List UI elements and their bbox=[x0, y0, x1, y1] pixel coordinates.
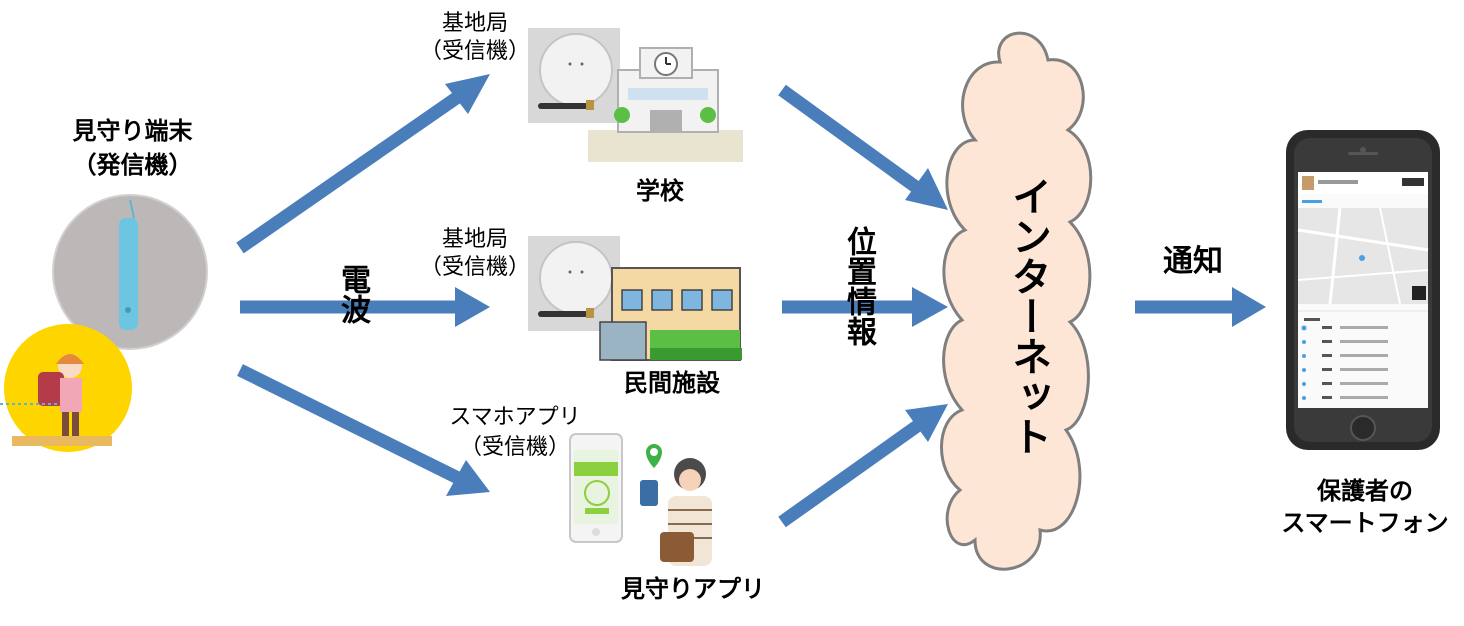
base2-label-line1: 基地局 bbox=[441, 227, 508, 252]
receiver-label-line1: 保護者の bbox=[1317, 477, 1413, 505]
app-label-line1: スマホアプリ bbox=[449, 405, 581, 430]
person-with-phone-icon bbox=[640, 444, 712, 566]
app-label-line2: （受信機） bbox=[459, 435, 570, 460]
facility-building-icon bbox=[599, 267, 742, 361]
location-info-label: 位置情報 bbox=[841, 226, 876, 346]
school-label: 学校 bbox=[636, 177, 684, 205]
internet-label: インターネット bbox=[1005, 176, 1051, 456]
base-station-device-2 bbox=[528, 236, 620, 331]
notify-label: 通知 bbox=[1163, 244, 1223, 279]
radio-wave-label: 電波 bbox=[335, 264, 370, 324]
base2-label-line2: （受信機） bbox=[420, 255, 531, 280]
transmitter-title: 見守り端末 bbox=[72, 117, 193, 145]
transmitter-subtitle: （発信機） bbox=[72, 151, 193, 179]
arrow-to-school bbox=[236, 74, 490, 254]
school-building-icon bbox=[588, 47, 743, 162]
parent-smartphone bbox=[1286, 130, 1440, 450]
arrow-facility-to-internet bbox=[782, 287, 948, 327]
child-badge bbox=[0, 324, 132, 452]
transmitter-photo bbox=[52, 194, 208, 350]
base1-label-line1: 基地局 bbox=[441, 11, 508, 36]
base-station-device-1 bbox=[528, 28, 620, 123]
arrow-to-facility bbox=[240, 287, 490, 327]
arrow-internet-to-phone bbox=[1135, 287, 1266, 327]
arrow-to-app bbox=[237, 364, 490, 496]
app-name-label: 見守りアプリ bbox=[621, 575, 765, 603]
internet-cloud bbox=[940, 31, 1093, 571]
facility-label: 民間施設 bbox=[624, 369, 720, 397]
arrow-app-to-internet bbox=[778, 404, 948, 528]
receiver-label-line2: スマートフォン bbox=[1281, 509, 1449, 537]
arrow-school-to-internet bbox=[778, 84, 948, 210]
base1-label-line2: （受信機） bbox=[420, 39, 531, 64]
app-phone-image bbox=[569, 433, 623, 543]
